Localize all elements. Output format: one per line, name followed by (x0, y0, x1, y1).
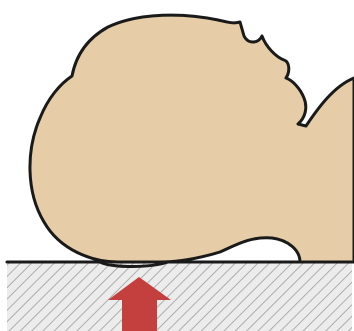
infant-head-profile (30, 15, 354, 262)
surface-block (7, 262, 352, 331)
